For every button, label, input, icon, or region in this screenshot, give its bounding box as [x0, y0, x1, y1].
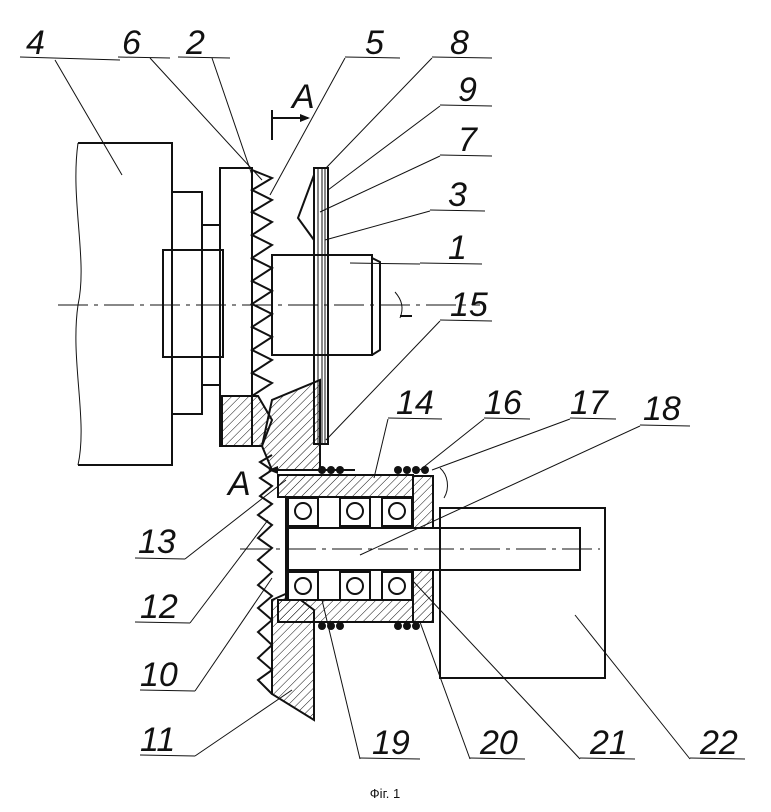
motor-part-22 [439, 507, 606, 679]
housing-part-4 [75, 142, 224, 466]
ratchet-disc-part-2 [219, 167, 321, 471]
label-22: 22 [699, 724, 738, 762]
label-15: 15 [450, 286, 488, 324]
section-label-top: A [290, 78, 315, 116]
label-18: 18 [643, 390, 681, 428]
label-3: 3 [448, 176, 467, 214]
section-mark-bottom: A [226, 465, 448, 503]
label-19: 19 [372, 724, 410, 762]
section-label-bottom: A [226, 465, 251, 503]
label-12: 12 [140, 588, 178, 626]
label-8: 8 [450, 24, 469, 62]
disc-pack-part-3 [296, 167, 329, 445]
label-14: 14 [396, 384, 434, 422]
label-21: 21 [589, 724, 628, 762]
label-10: 10 [140, 656, 178, 694]
label-2: 2 [185, 24, 205, 62]
label-13: 13 [138, 523, 176, 561]
label-9: 9 [458, 71, 477, 109]
label-7: 7 [458, 121, 478, 159]
label-5: 5 [365, 24, 384, 62]
label-11: 11 [140, 721, 175, 759]
inner-shaft-part-18 [240, 527, 600, 571]
label-20: 20 [479, 724, 518, 762]
label-1: 1 [448, 229, 467, 267]
label-16: 16 [484, 384, 522, 422]
label-4: 4 [26, 24, 45, 62]
label-17: 17 [570, 384, 609, 422]
section-mark-top: A [271, 78, 315, 140]
label-6: 6 [122, 24, 141, 62]
leader-lines [19, 56, 746, 760]
figure-caption: Фіг. 1 [370, 786, 400, 801]
